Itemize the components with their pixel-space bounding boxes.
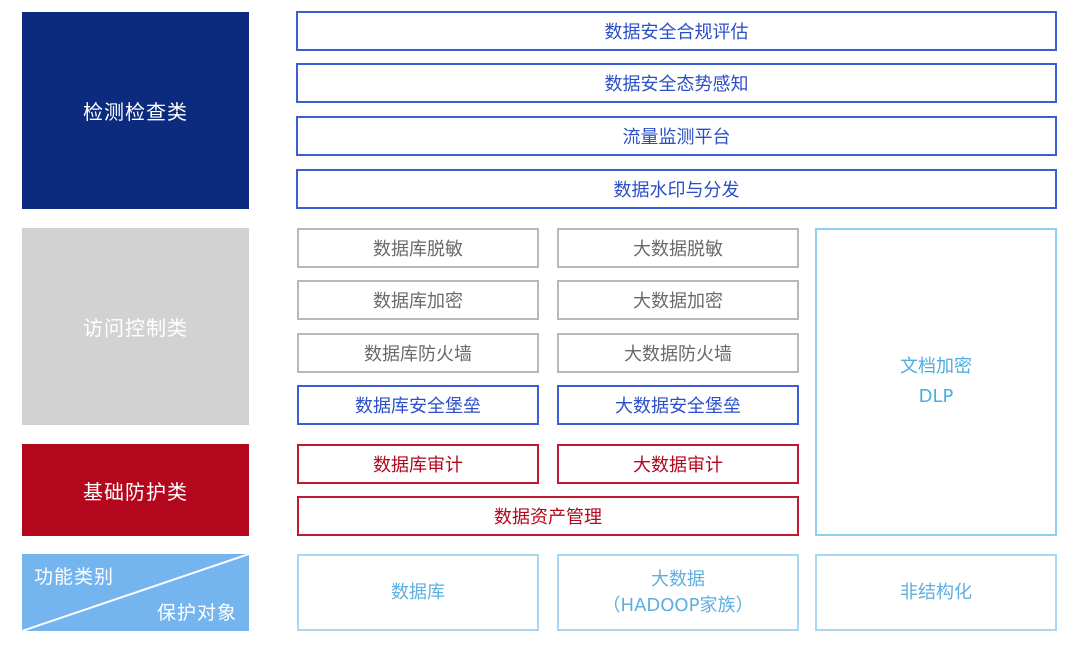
bigdata-audit-box: 大数据审计 bbox=[557, 444, 799, 484]
legend-object-label: 保护对象 bbox=[156, 602, 237, 624]
legend-corner: 功能类别 保护对象 bbox=[22, 554, 249, 631]
detect-item-label: 数据安全态势感知 bbox=[604, 74, 749, 95]
legend-diagonal-line bbox=[22, 554, 249, 631]
category-access-control: 访问控制类 bbox=[22, 228, 249, 425]
object-database-label: 数据库 bbox=[391, 581, 445, 603]
category-basic-protection-label: 基础防护类 bbox=[83, 479, 188, 504]
db-masking-box: 数据库脱敏 bbox=[297, 228, 539, 268]
category-access-control-label: 访问控制类 bbox=[83, 316, 188, 340]
detect-item-traffic: 流量监测平台 bbox=[296, 116, 1057, 156]
db-bastion-label: 数据库安全堡垒 bbox=[355, 396, 481, 417]
bigdata-masking-label: 大数据脱敏 bbox=[633, 239, 723, 260]
db-audit-label: 数据库审计 bbox=[373, 455, 463, 476]
document-encryption-box: 文档加密 DLP bbox=[815, 228, 1057, 536]
db-bastion-box: 数据库安全堡垒 bbox=[297, 385, 539, 425]
dlp-label: DLP bbox=[918, 386, 954, 407]
object-unstructured-label: 非结构化 bbox=[900, 581, 972, 603]
object-bigdata-sublabel: （HADOOP家族） bbox=[602, 594, 754, 616]
db-firewall-box: 数据库防火墙 bbox=[297, 333, 539, 373]
bigdata-firewall-box: 大数据防火墙 bbox=[557, 333, 799, 373]
category-detection-label: 检测检查类 bbox=[83, 100, 188, 124]
bigdata-audit-label: 大数据审计 bbox=[633, 455, 723, 476]
bigdata-encryption-box: 大数据加密 bbox=[557, 280, 799, 320]
detect-item-situation: 数据安全态势感知 bbox=[296, 63, 1057, 103]
db-firewall-label: 数据库防火墙 bbox=[364, 344, 472, 365]
asset-management-label: 数据资产管理 bbox=[494, 507, 602, 528]
bigdata-firewall-label: 大数据防火墙 bbox=[624, 344, 732, 365]
asset-management-box: 数据资产管理 bbox=[297, 496, 799, 536]
db-encryption-box: 数据库加密 bbox=[297, 280, 539, 320]
detect-item-watermark: 数据水印与分发 bbox=[296, 169, 1057, 209]
document-encryption-label: 文档加密 bbox=[900, 356, 972, 377]
db-audit-box: 数据库审计 bbox=[297, 444, 539, 484]
object-bigdata-box: 大数据 （HADOOP家族） bbox=[557, 554, 799, 631]
detect-item-label: 数据水印与分发 bbox=[613, 180, 740, 201]
bigdata-bastion-label: 大数据安全堡垒 bbox=[615, 396, 741, 417]
bigdata-bastion-box: 大数据安全堡垒 bbox=[557, 385, 799, 425]
detect-item-compliance: 数据安全合规评估 bbox=[296, 11, 1057, 51]
db-encryption-label: 数据库加密 bbox=[373, 291, 463, 312]
object-database-box: 数据库 bbox=[297, 554, 539, 631]
object-bigdata-label: 大数据 bbox=[651, 568, 705, 590]
category-detection: 检测检查类 bbox=[22, 12, 249, 209]
bigdata-encryption-label: 大数据加密 bbox=[633, 291, 723, 312]
category-basic-protection: 基础防护类 bbox=[22, 444, 249, 536]
db-masking-label: 数据库脱敏 bbox=[373, 239, 463, 260]
detect-item-label: 流量监测平台 bbox=[622, 127, 731, 148]
object-unstructured-box: 非结构化 bbox=[815, 554, 1057, 631]
legend-function-label: 功能类别 bbox=[34, 566, 115, 588]
detect-item-label: 数据安全合规评估 bbox=[604, 22, 749, 43]
bigdata-masking-box: 大数据脱敏 bbox=[557, 228, 799, 268]
